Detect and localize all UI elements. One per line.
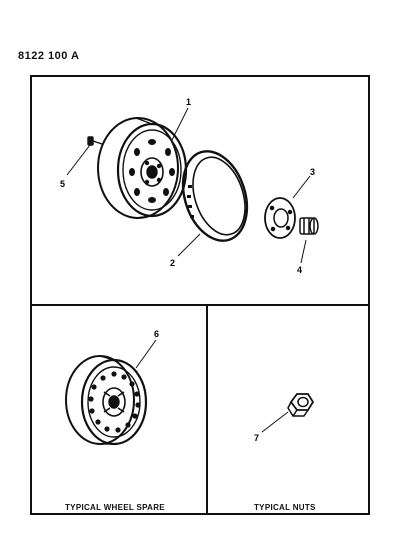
caption-typical-wheel-spare: TYPICAL WHEEL SPARE bbox=[65, 503, 165, 512]
leader-line-7 bbox=[261, 411, 289, 433]
lug-nut bbox=[299, 217, 319, 235]
panel-divider-vertical bbox=[206, 305, 208, 515]
diagram-frame bbox=[30, 75, 370, 515]
callout-2: 2 bbox=[170, 258, 175, 268]
leader-lines-top bbox=[66, 107, 311, 264]
wheel-assembly bbox=[97, 117, 188, 219]
caption-typical-nuts: TYPICAL NUTS bbox=[254, 503, 316, 512]
document-id: 8122 100 A bbox=[18, 50, 80, 62]
leader-line-6 bbox=[135, 339, 157, 369]
callout-7: 7 bbox=[254, 433, 259, 443]
valve-stem bbox=[87, 136, 103, 146]
typical-nut bbox=[287, 393, 315, 417]
trim-ring bbox=[181, 150, 249, 242]
callout-4: 4 bbox=[297, 265, 302, 275]
callout-3: 3 bbox=[310, 167, 315, 177]
spare-wheel bbox=[65, 355, 148, 446]
hub-cap bbox=[264, 197, 296, 239]
callout-1: 1 bbox=[186, 97, 191, 107]
callout-5: 5 bbox=[60, 179, 65, 189]
panel-divider-horizontal bbox=[30, 304, 370, 306]
callout-6: 6 bbox=[154, 329, 159, 339]
